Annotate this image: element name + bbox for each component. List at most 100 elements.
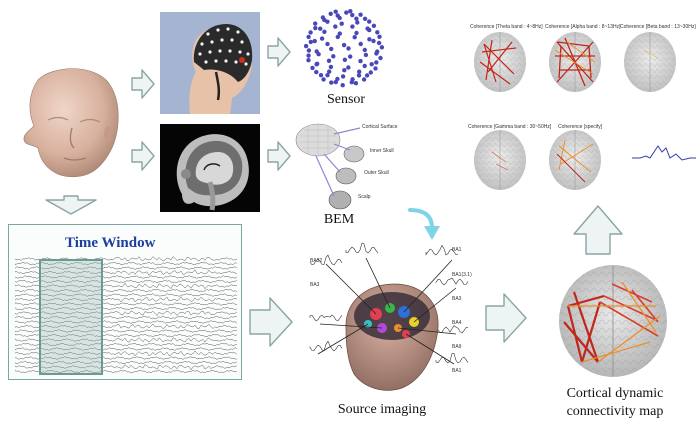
- sensor-dot: [306, 53, 311, 58]
- eeg-trace: [15, 369, 237, 374]
- eeg-trace: [15, 360, 237, 365]
- sensor-dot: [339, 21, 344, 26]
- sensor-dot: [316, 52, 321, 57]
- coherence-title-specify: Coherence [specify]: [558, 124, 603, 130]
- arrow-head-to-cap: [131, 69, 155, 99]
- eeg-trace: [15, 302, 237, 306]
- source-label-4: BA9: [452, 344, 462, 350]
- eeg-trace: [15, 288, 237, 293]
- sensor-dot: [354, 16, 359, 21]
- coherence-title-theta: Coherence [Theta band : 4~8Hz]: [470, 24, 543, 30]
- eeg-trace: [15, 364, 237, 371]
- eeg-trace: [15, 266, 237, 270]
- bem-label-inner: Inner Skull: [370, 148, 394, 154]
- sensor-dot: [377, 34, 382, 39]
- sensor-dot: [354, 30, 359, 36]
- eeg-trace: [15, 329, 237, 333]
- sensor-dot: [367, 27, 372, 33]
- arrow-bem-to-source: [408, 208, 434, 230]
- head-model-image: [8, 60, 128, 182]
- sensor-dot: [328, 64, 334, 70]
- sensor-dot: [358, 12, 363, 17]
- sensor-dot: [376, 40, 382, 46]
- sensor-caption: Sensor: [326, 92, 366, 107]
- time-window-selection[interactable]: [39, 259, 103, 375]
- sensor-dot: [333, 24, 338, 29]
- sensor-dot: [322, 29, 327, 34]
- eeg-trace: [15, 310, 237, 316]
- sensor-dot: [333, 79, 338, 85]
- coherence-waveform: [632, 145, 696, 161]
- source-trace: [309, 314, 343, 322]
- brain-beta: [624, 32, 676, 92]
- sensor-dot: [344, 10, 349, 15]
- sensor-dot: [371, 23, 377, 28]
- sensor-dot: [369, 62, 374, 67]
- eeg-trace: [15, 296, 237, 303]
- sensor-dot: [362, 63, 367, 69]
- sensor-dot: [306, 34, 311, 40]
- cortical-connectivity-image: [552, 262, 674, 380]
- sensor-dot: [321, 77, 326, 82]
- sensor-dot: [325, 73, 330, 78]
- sensor-dot: [308, 30, 313, 35]
- eeg-trace: [15, 347, 237, 351]
- sensor-dot: [319, 36, 325, 41]
- sensor-dot: [373, 66, 378, 71]
- sensor-dot: [355, 20, 360, 25]
- sensor-dot: [348, 9, 353, 14]
- arrow-head-to-mri: [131, 141, 155, 171]
- sensor-dot: [371, 38, 376, 44]
- sensor-dot: [340, 83, 345, 88]
- bem-label-outer: Outer Skull: [364, 170, 389, 176]
- coherence-title-beta: Coherence [Beta band : 13~30Hz]: [620, 24, 696, 30]
- sensor-dot: [318, 73, 324, 78]
- eeg-cap-photo: [160, 12, 260, 114]
- eeg-trace: [15, 261, 237, 266]
- eeg-trace: [15, 275, 237, 279]
- bem-caption: BEM: [323, 212, 355, 227]
- sensor-dot: [340, 74, 346, 79]
- sensor-dot: [357, 69, 362, 74]
- cortical-caption-line1: Cortical dynamic: [566, 386, 664, 401]
- source-trace: [435, 277, 469, 286]
- sensor-dot: [350, 12, 355, 18]
- brain-alpha: [549, 32, 601, 92]
- arrow-eeg-to-source: [249, 297, 293, 347]
- sensor-dot: [375, 30, 380, 35]
- eeg-trace: [15, 315, 237, 320]
- sensor-dot: [356, 73, 362, 78]
- eeg-trace: [15, 333, 237, 338]
- sensor-dot: [378, 55, 383, 61]
- sensor-dot: [329, 80, 334, 85]
- sensor-dot: [314, 62, 319, 67]
- sensor-dot: [368, 70, 373, 75]
- arrow-source-to-cortical: [485, 293, 527, 343]
- eeg-trace: [15, 306, 237, 311]
- sensor-dot: [331, 54, 336, 59]
- sensor-dot: [363, 52, 369, 58]
- sensor-dot: [306, 48, 312, 53]
- mri-scan-image: [160, 124, 260, 212]
- sensor-dot: [335, 34, 340, 40]
- sensor-dot: [312, 38, 317, 44]
- arrow-mri-to-bem: [267, 141, 291, 171]
- arrow-cortical-to-coherence: [573, 205, 623, 255]
- sensor-dot: [352, 35, 357, 40]
- eeg-trace: [15, 356, 237, 360]
- sensor-dot: [367, 19, 372, 24]
- brain-gamma: [474, 130, 526, 190]
- sensor-dot: [342, 57, 348, 62]
- time-window-panel: Time Window: [8, 224, 242, 380]
- source-label-7: BA3: [310, 282, 320, 288]
- source-label-2: BA3: [452, 296, 462, 302]
- source-trace: [435, 353, 469, 364]
- bem-label-cortical: Cortical Surface: [362, 124, 398, 130]
- source-imaging-image: [306, 238, 474, 396]
- sensor-dot: [364, 73, 370, 78]
- sensor-dot: [325, 19, 330, 24]
- sensor-dot: [349, 80, 354, 85]
- time-window-title: Time Window: [65, 235, 156, 251]
- sensor-dot: [318, 26, 323, 31]
